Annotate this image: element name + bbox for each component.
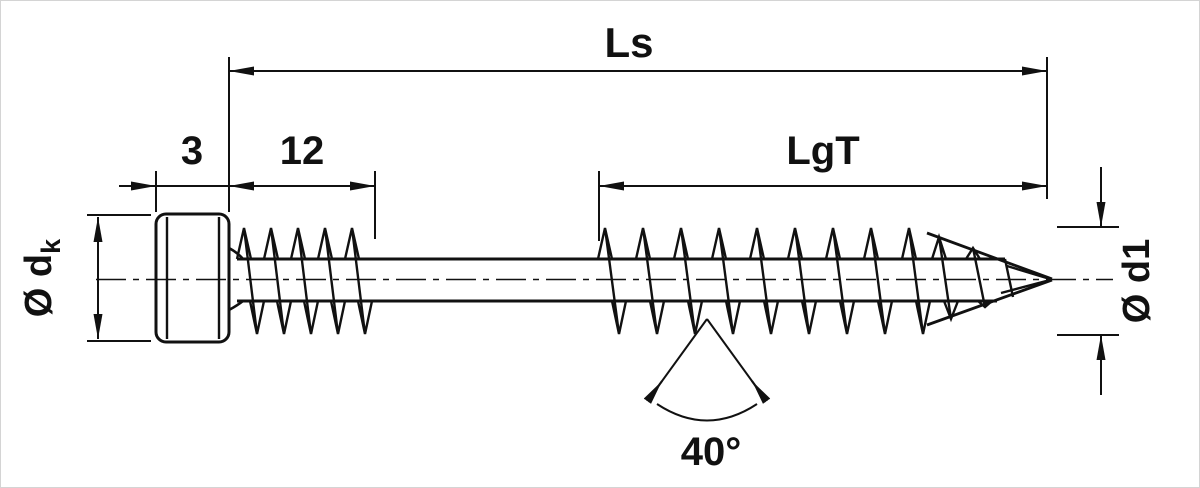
screw-tip <box>926 231 1053 327</box>
label-lgt: LgT <box>786 129 859 173</box>
dim-d1: Ø d1 <box>1057 167 1158 395</box>
thread-profile-rear <box>596 227 932 335</box>
label-dk-prefix: Ø d <box>18 254 60 317</box>
thread-front <box>235 227 374 335</box>
dim-head-width: 3 <box>119 129 229 212</box>
label-dk-subscript: k <box>36 238 66 254</box>
label-ls: Ls <box>604 19 653 66</box>
head-outline <box>154 212 231 344</box>
angle-arrow-right <box>751 380 771 404</box>
dim-lgt: LgT <box>598 129 1047 241</box>
label-d1: Ø d1 <box>1116 239 1158 323</box>
label-front-thread: 12 <box>280 129 325 173</box>
dim-angle-40: 40° <box>643 318 771 474</box>
screw-head <box>154 212 244 344</box>
label-head-width: 3 <box>181 129 203 173</box>
dim-ls: Ls <box>228 19 1048 212</box>
thread-profile-front <box>235 227 374 335</box>
angle-arrow-left <box>643 380 663 404</box>
label-dk: Ø dk <box>18 238 66 317</box>
dim-front-thread: 12 <box>229 129 376 239</box>
tip-thread-profile <box>930 233 1051 323</box>
dim-dk: Ø dk <box>18 214 151 342</box>
angle-arc <box>656 403 758 422</box>
thread-rear <box>596 227 932 335</box>
label-angle: 40° <box>681 430 742 474</box>
